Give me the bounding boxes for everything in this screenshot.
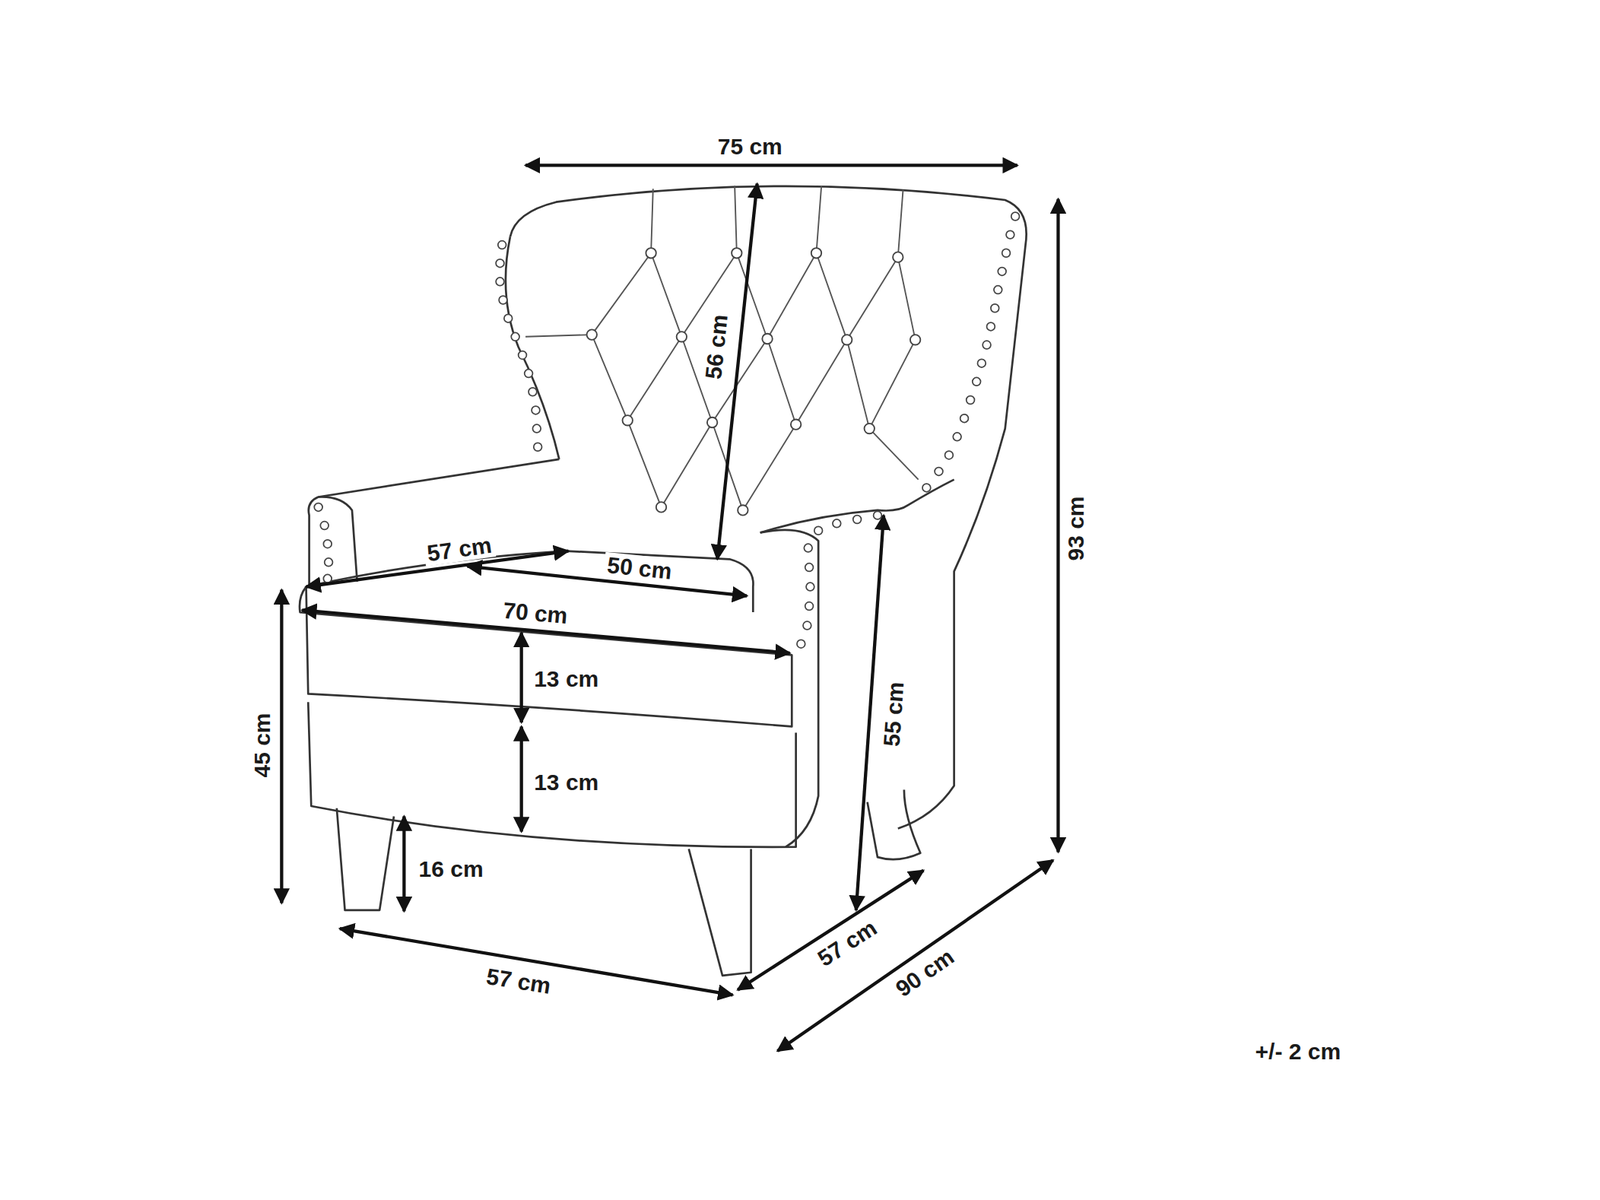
dimension-label: 55 cm	[879, 678, 909, 751]
dimension-label: +/- 2 cm	[1252, 1038, 1345, 1064]
chair-outline	[299, 186, 1027, 976]
dimension-label: 13 cm	[530, 768, 602, 794]
dimension-label: 70 cm	[499, 597, 573, 629]
dimension-label: 93 cm	[1063, 493, 1089, 565]
dimension-lines	[281, 165, 1058, 1051]
dimension-label: 13 cm	[530, 666, 602, 692]
dimension-label: 75 cm	[714, 133, 786, 159]
dimension-label: 57 cm	[481, 962, 556, 999]
dimension-label: 57 cm	[810, 913, 884, 973]
tuft-buttons	[587, 247, 921, 516]
nailhead-trim	[314, 212, 1020, 648]
dimension-label: 56 cm	[700, 310, 734, 384]
dimension-label: 50 cm	[603, 552, 677, 585]
tufting-lines	[525, 185, 919, 511]
dimension-label: 16 cm	[415, 855, 487, 881]
dimension-label: 45 cm	[248, 709, 274, 781]
